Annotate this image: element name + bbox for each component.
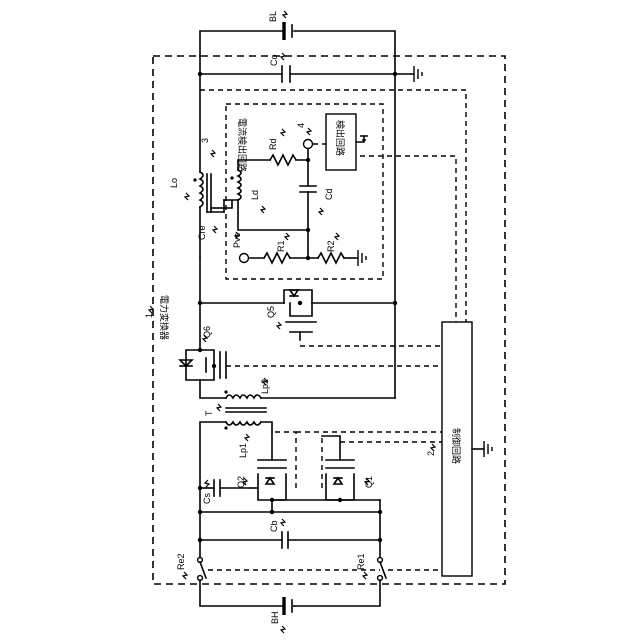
- label-num2: 2: [426, 451, 436, 456]
- mosfet-q2: Q2: [236, 432, 286, 502]
- label-cd: Cd: [324, 188, 334, 200]
- label-lo: Lo: [169, 178, 179, 188]
- capacitor-cb: Cb: [198, 512, 382, 548]
- capacitor-co: Co: [198, 53, 422, 82]
- label-num1: 1: [144, 313, 154, 318]
- control-circuit: 制御回路 2: [426, 322, 492, 576]
- mosfet-q1: Q1: [322, 436, 380, 502]
- label-converter: 電力変換器: [158, 295, 170, 340]
- label-num3: 3: [200, 138, 210, 143]
- battery-bh: BH: [270, 597, 294, 633]
- label-detect: 検出回路: [334, 120, 346, 156]
- signal-line-detect: [360, 156, 456, 322]
- label-q6: Q6: [202, 326, 212, 338]
- label-lp1: Lp1: [238, 443, 248, 458]
- label-control: 制御回路: [450, 428, 462, 464]
- relay-re2: Re2: [176, 540, 282, 606]
- mosfet-q5: Q5: [200, 290, 397, 340]
- label-co: Co: [269, 54, 279, 66]
- label-rd: Rd: [268, 138, 278, 150]
- label-bl: BL: [268, 11, 278, 22]
- label-bh: BH: [270, 611, 280, 624]
- label-ld: Ld: [250, 190, 260, 200]
- label-r1: R1: [276, 240, 286, 252]
- label-cb: Cb: [269, 520, 279, 532]
- battery-bl: BL: [200, 11, 395, 56]
- inductor-lo: Lo Cre: [169, 172, 224, 258]
- mosfet-q6: Q6: [180, 326, 226, 380]
- label-num4: 4: [296, 123, 306, 128]
- label-cs: Cs: [202, 493, 212, 504]
- relay-re1: Re1: [294, 553, 386, 606]
- label-cre: Cre: [197, 225, 207, 240]
- label-r2: R2: [326, 240, 336, 252]
- current-detect-internals: 電流検出回路 3 Ld Rd 4 Cd Pvc: [200, 114, 368, 266]
- label-t: T: [204, 410, 214, 416]
- label-pvc: Pvc: [232, 232, 242, 248]
- label-re2: Re2: [176, 553, 186, 570]
- label-re1: Re1: [356, 553, 366, 570]
- label-q5: Q5: [266, 306, 276, 318]
- transformer-t: Lp2 T Lp1: [200, 378, 395, 510]
